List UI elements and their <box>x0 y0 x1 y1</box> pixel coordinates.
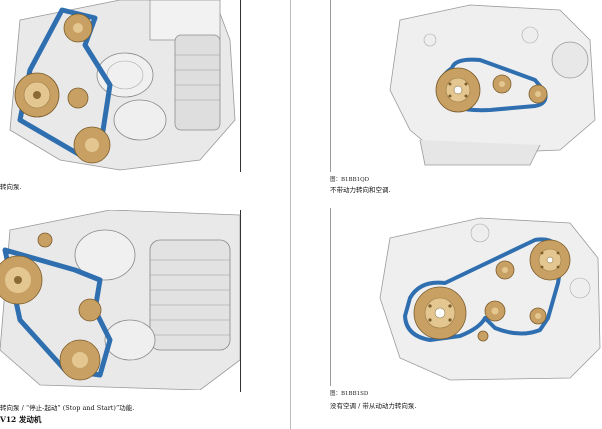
page-footer: V12 发动机 <box>0 416 41 424</box>
caption-top-left: 转向泵. <box>0 183 22 191</box>
caption-top-right: 不带动力转向和空调. <box>330 186 391 194</box>
figure-label-top-right: 图：B1BB1QD <box>330 177 370 183</box>
figure-bottom-right <box>330 208 602 386</box>
engine-belt-illustration-top-left <box>9 0 236 171</box>
engine-belt-illustration-bottom-left <box>0 210 240 390</box>
figure-top-left <box>0 0 240 176</box>
belt-routing-diagram-top-right <box>330 0 596 172</box>
rule-top-left <box>240 0 241 172</box>
caption-bottom-right: 没有空调 / 带从动动力转向泵. <box>330 402 417 410</box>
belt-routing-diagram-bottom-right <box>330 208 601 386</box>
caption-bottom-left: 转向泵 / “停止-起动” (Stop and Start)”功能. <box>0 404 135 412</box>
figure-label-bottom-right: 图：B1BB1SD <box>330 391 369 397</box>
rule-bottom-left <box>240 210 241 392</box>
figure-top-right <box>330 0 602 172</box>
figure-bottom-left <box>0 210 240 390</box>
footer-page-code: V12 <box>0 415 17 424</box>
footer-section-title: 发动机 <box>18 415 42 424</box>
page-divider <box>290 0 291 429</box>
